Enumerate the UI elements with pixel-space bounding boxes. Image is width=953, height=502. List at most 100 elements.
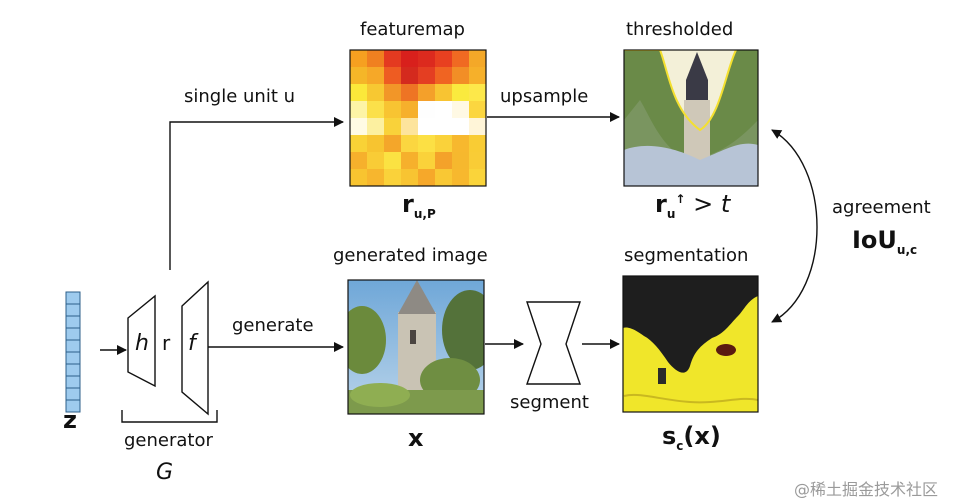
iou-symbol: IoUu,c xyxy=(852,226,918,257)
image-symbol: x xyxy=(408,424,424,452)
featuremap-cell xyxy=(435,169,453,187)
segmentation-label: segmentation xyxy=(624,245,749,266)
featuremap-cell xyxy=(469,135,487,153)
latent-cell xyxy=(65,387,81,401)
featuremap-cell xyxy=(452,118,470,136)
upsample-label: upsample xyxy=(500,86,589,107)
featuremap-cell xyxy=(384,169,402,187)
featuremap-cell xyxy=(350,67,368,85)
featuremap-cell xyxy=(367,101,385,119)
featuremap-cell xyxy=(435,118,453,136)
featuremap-cell xyxy=(418,118,436,136)
latent-vector-z xyxy=(65,291,81,413)
generator-block-f xyxy=(181,280,209,416)
featuremap-label: featuremap xyxy=(360,19,465,40)
featuremap-cell xyxy=(418,84,436,102)
featuremap-cell xyxy=(367,118,385,136)
featuremap-cell xyxy=(452,101,470,119)
featuremap-cell xyxy=(384,118,402,136)
featuremap-cell xyxy=(469,152,487,170)
featuremap-cell xyxy=(452,152,470,170)
featuremap-cell xyxy=(367,50,385,68)
featuremap-cell xyxy=(418,50,436,68)
generate-label: generate xyxy=(232,315,314,336)
featuremap-cell xyxy=(418,101,436,119)
featuremap-cell xyxy=(418,67,436,85)
featuremap-cell xyxy=(384,101,402,119)
featuremap-heatmap xyxy=(350,50,487,187)
featuremap-cell xyxy=(401,50,419,68)
featuremap-cell xyxy=(367,84,385,102)
featuremap-cell xyxy=(418,169,436,187)
featuremap-cell xyxy=(452,67,470,85)
r-mid-symbol: r xyxy=(162,331,171,355)
featuremap-cell xyxy=(435,50,453,68)
watermark: @稀土掘金技术社区 xyxy=(794,480,939,499)
featuremap-cell xyxy=(452,50,470,68)
latent-cell xyxy=(65,315,81,329)
latent-cell xyxy=(65,303,81,317)
featuremap-cell xyxy=(350,118,368,136)
featuremap-cell xyxy=(452,84,470,102)
featuremap-cell xyxy=(350,84,368,102)
featuremap-symbol: ru,P xyxy=(402,190,436,221)
generated-image-label: generated image xyxy=(333,245,488,266)
featuremap-cell xyxy=(435,135,453,153)
featuremap-cell xyxy=(469,118,487,136)
featuremap-cell xyxy=(367,169,385,187)
generated-image xyxy=(348,280,484,414)
featuremap-cell xyxy=(384,152,402,170)
featuremap-cell xyxy=(435,152,453,170)
featuremap-cell xyxy=(401,135,419,153)
featuremap-cell xyxy=(367,152,385,170)
featuremap-cell xyxy=(452,135,470,153)
featuremap-cell xyxy=(350,169,368,187)
featuremap-cell xyxy=(469,50,487,68)
segmentation-image xyxy=(623,276,758,412)
featuremap-cell xyxy=(401,118,419,136)
latent-cell xyxy=(65,351,81,365)
thresholded-label: thresholded xyxy=(626,19,734,40)
generator-symbol: G xyxy=(156,460,174,485)
featuremap-cell xyxy=(435,67,453,85)
featuremap-cell xyxy=(435,84,453,102)
thresholded-image xyxy=(624,50,758,186)
h-symbol: h xyxy=(135,331,149,356)
featuremap-cell xyxy=(469,169,487,187)
featuremap-cell xyxy=(401,101,419,119)
latent-cell xyxy=(65,327,81,341)
featuremap-cell xyxy=(350,50,368,68)
threshold-symbol: ru↑ > t xyxy=(655,190,731,221)
featuremap-cell xyxy=(401,84,419,102)
featuremap-cell xyxy=(401,67,419,85)
latent-cell xyxy=(65,399,81,413)
featuremap-cell xyxy=(469,84,487,102)
featuremap-cell xyxy=(367,135,385,153)
featuremap-cell xyxy=(469,101,487,119)
arrow-single-unit xyxy=(169,117,344,270)
featuremap-cell xyxy=(384,67,402,85)
single-unit-label: single unit u xyxy=(184,86,296,107)
segmenter-block xyxy=(526,301,581,385)
featuremap-cell xyxy=(418,152,436,170)
latent-cell xyxy=(65,363,81,377)
featuremap-cell xyxy=(469,67,487,85)
featuremap-cell xyxy=(401,169,419,187)
featuremap-cell xyxy=(350,101,368,119)
featuremap-cell xyxy=(384,135,402,153)
featuremap-cell xyxy=(452,169,470,187)
featuremap-cell xyxy=(367,67,385,85)
featuremap-cell xyxy=(401,152,419,170)
segment-label: segment xyxy=(510,392,589,413)
latent-cell xyxy=(65,375,81,389)
featuremap-cell xyxy=(384,84,402,102)
arrow-agreement xyxy=(771,129,818,323)
latent-cell xyxy=(65,291,81,305)
generator-bracket xyxy=(121,410,218,423)
featuremap-cell xyxy=(435,101,453,119)
featuremap-cell xyxy=(384,50,402,68)
featuremap-cell xyxy=(350,152,368,170)
generator-label: generator xyxy=(124,430,213,451)
generator-block-h xyxy=(127,294,156,388)
